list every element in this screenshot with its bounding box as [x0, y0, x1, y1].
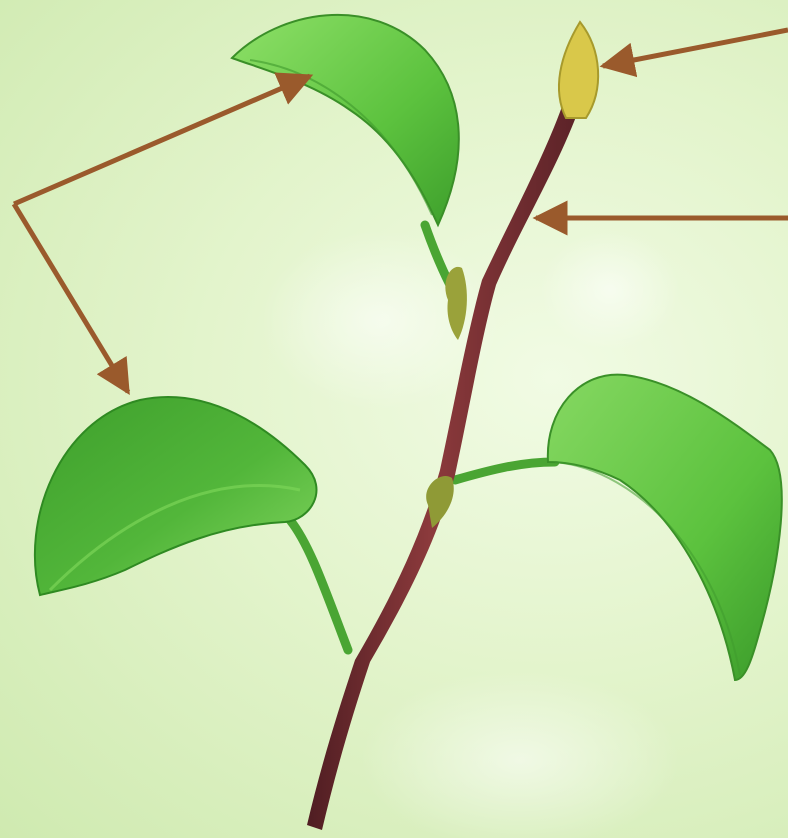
left-leaf-petiole: [290, 520, 348, 650]
right-leaf: [548, 375, 782, 680]
background-glow: [360, 670, 680, 838]
right-leaf-petiole: [455, 462, 555, 480]
top-leaf: [232, 15, 459, 225]
arrow-to-left-leaf: [14, 204, 128, 392]
arrow-to-terminal-bud: [603, 30, 788, 66]
background-glow: [540, 230, 680, 350]
arrow-to-top-leaf: [14, 76, 310, 204]
terminal-bud: [559, 22, 598, 118]
